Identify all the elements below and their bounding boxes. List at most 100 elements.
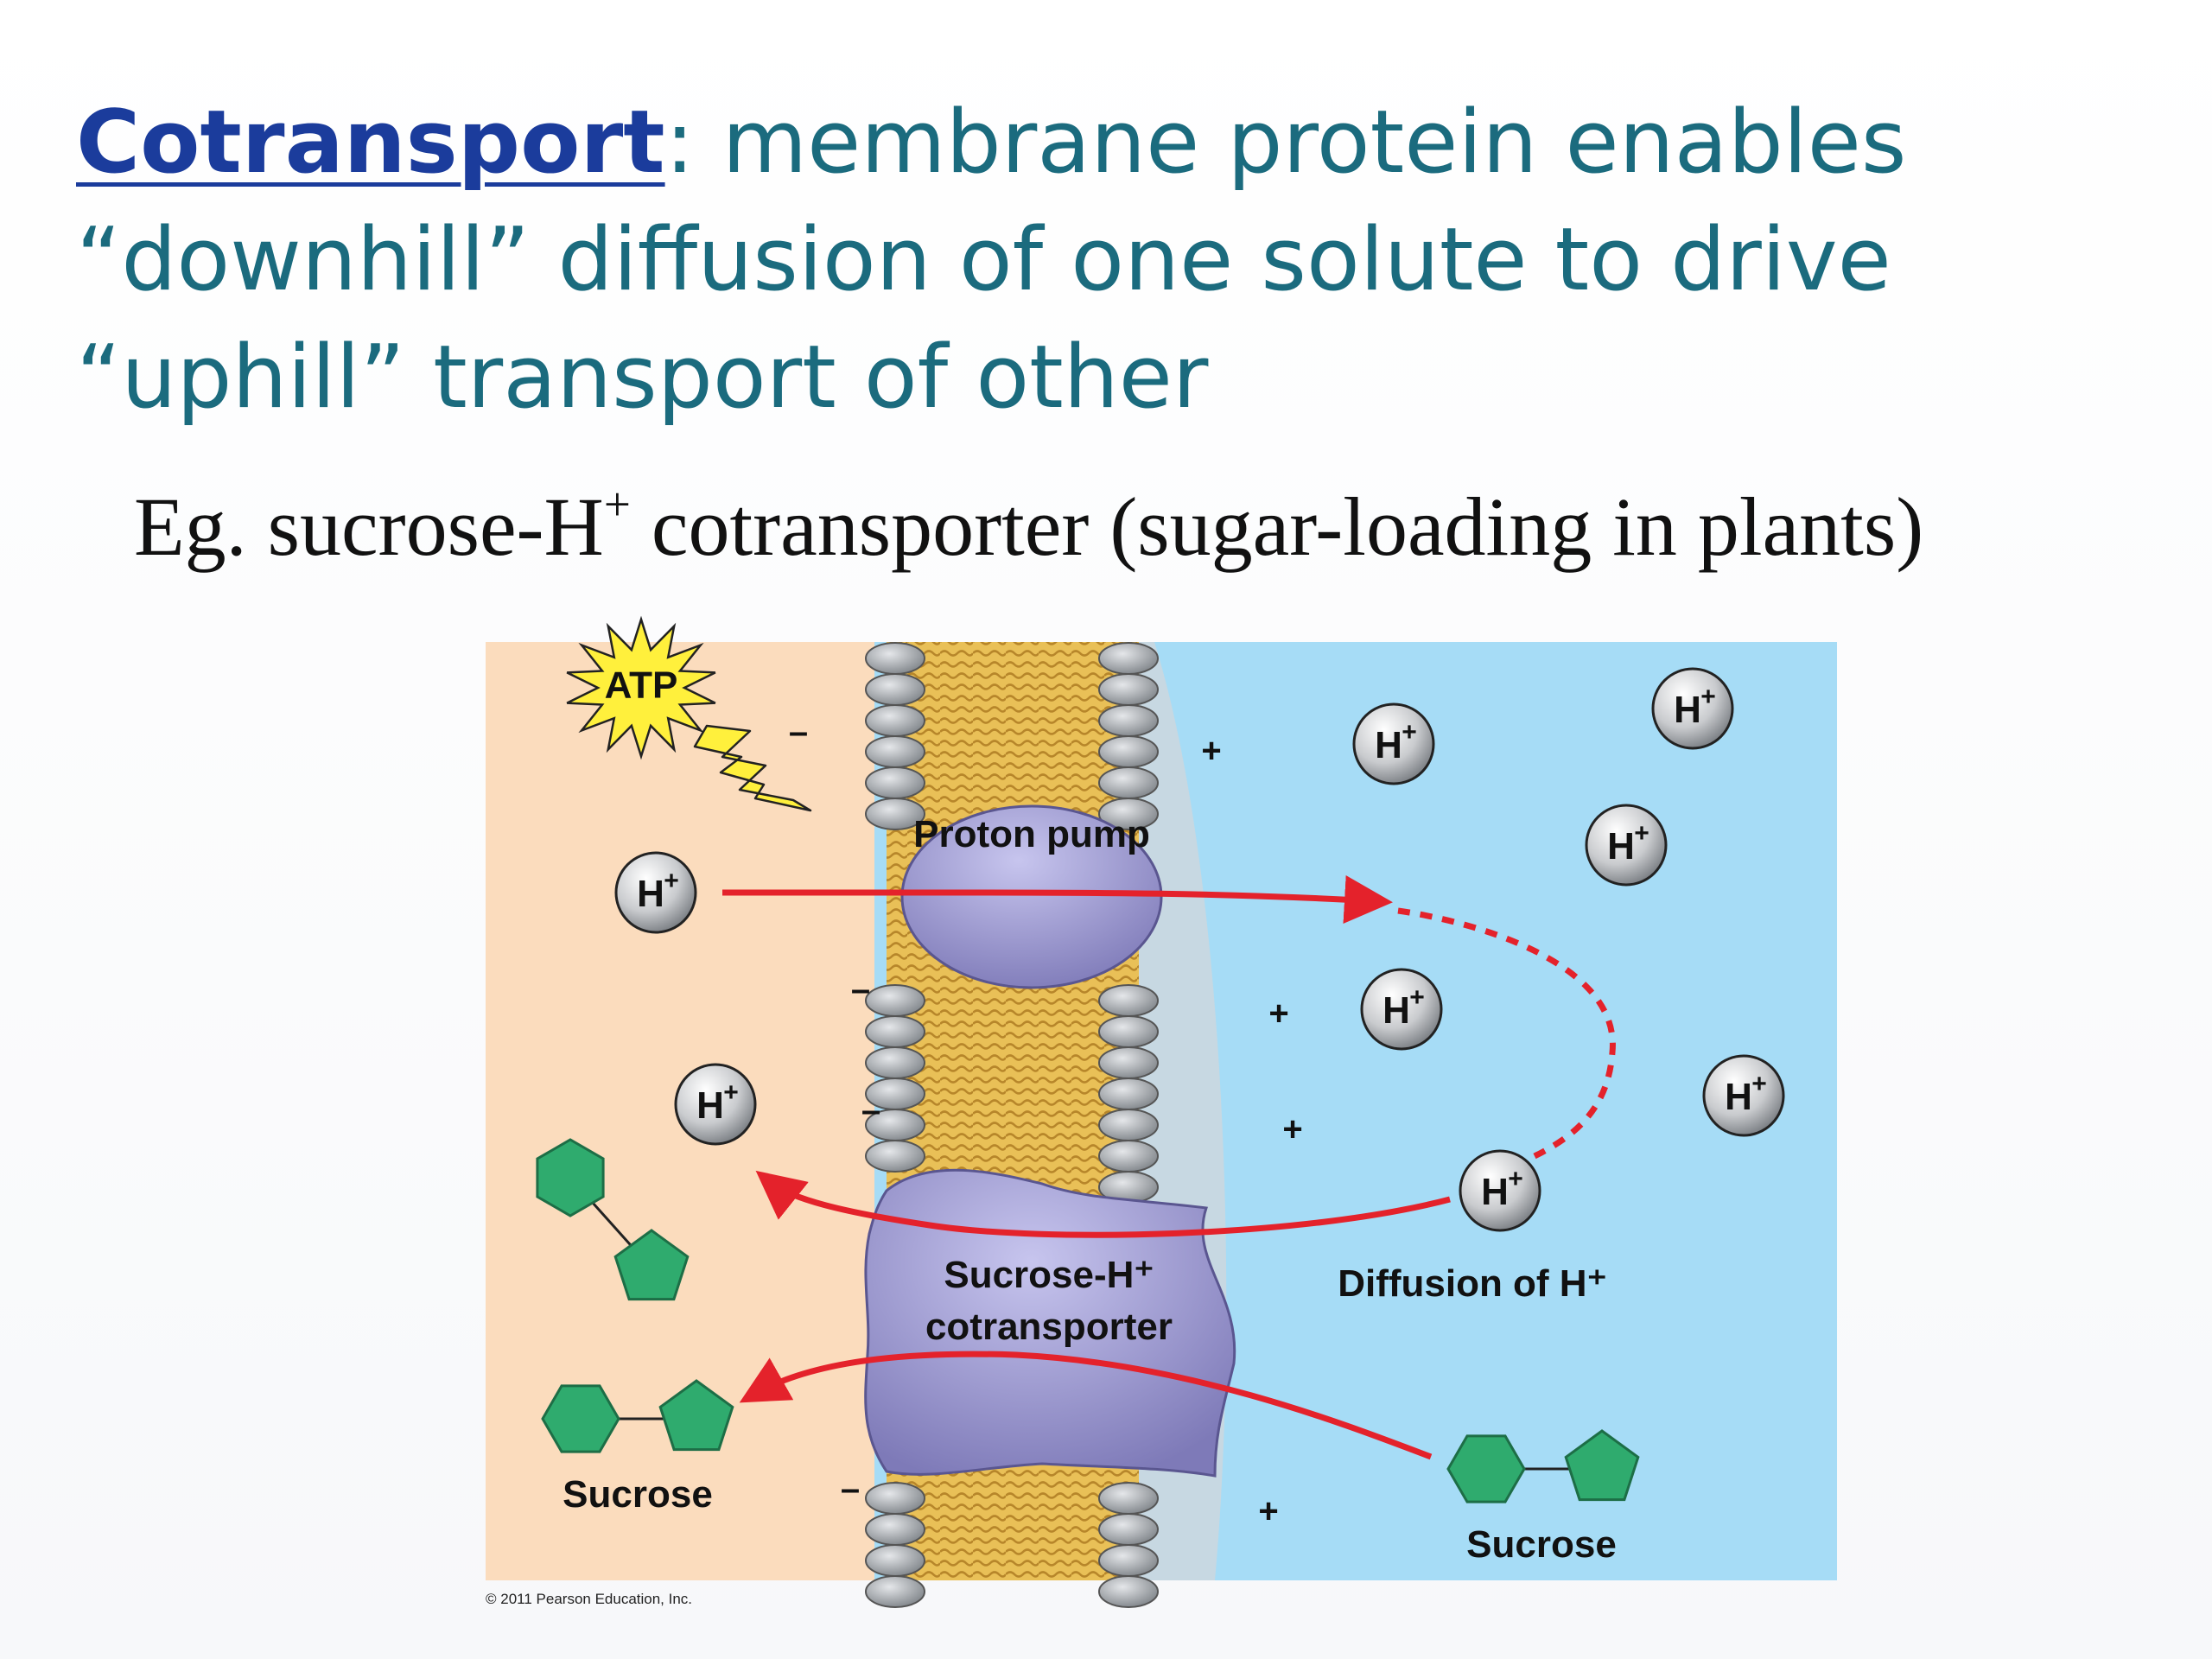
copyright-notice: © 2011 Pearson Education, Inc. (486, 1591, 692, 1607)
proton-ion-charge: + (1634, 819, 1649, 848)
phospholipid-head-inner (865, 735, 925, 768)
phospholipid-head-inner (865, 1544, 925, 1577)
atp-burst: ATP (566, 615, 716, 760)
phospholipid-head-inner (865, 1482, 925, 1515)
phospholipid-head-inner (865, 704, 925, 737)
diffusion-label: Diffusion of H⁺ (1338, 1262, 1607, 1305)
negative-charge-sign: – (789, 713, 808, 751)
fructose-ring (613, 1229, 690, 1301)
proton-ion-label: H (1725, 1076, 1752, 1118)
phospholipid-head-inner (865, 984, 925, 1017)
proton-ion-circle (1651, 667, 1734, 750)
proton-ion-charge: + (1402, 718, 1417, 747)
proton-ion: H+ (1459, 1149, 1541, 1232)
positive-charge-sign: + (1258, 1492, 1278, 1530)
slide-title: Cotransport: membrane protein enables “d… (76, 83, 2167, 435)
phospholipid-head-inner (865, 673, 925, 706)
proton-ion-circle (1702, 1054, 1785, 1137)
negative-charge-sign: – (851, 970, 870, 1008)
sucrose-transport-arrow (739, 1351, 1433, 1460)
phospholipid-head-inner (865, 1140, 925, 1173)
cotransporter-label-line1: Sucrose-H⁺ (944, 1254, 1154, 1296)
phospholipid-head-inner (865, 642, 925, 675)
proton-ion-circle (1459, 1149, 1541, 1232)
subtitle-prefix: Eg. sucrose-H (134, 480, 604, 573)
sucrose-label-exterior: Sucrose (1466, 1523, 1617, 1566)
glucose-ring (1446, 1434, 1526, 1503)
glucose-ring (541, 1384, 620, 1453)
proton-diffusion-arrow (755, 1170, 1451, 1238)
phospholipid-head-outer (1098, 1513, 1159, 1546)
diagram-svg: ATP Proton pump Sucrose-H⁺ cotransporter… (486, 615, 1837, 1608)
proton-ion-label: H (1607, 825, 1635, 868)
phospholipid-head-outer (1098, 1109, 1159, 1141)
proton-ion-circle (674, 1063, 757, 1146)
proton-ion: H+ (1651, 667, 1734, 750)
proton-ion: H+ (1702, 1054, 1785, 1137)
cotransporter-label-line2: cotransporter (925, 1306, 1173, 1348)
phospholipid-head-outer (1098, 673, 1159, 706)
phospholipid-head-outer (1098, 1140, 1159, 1173)
title-colon: : (664, 91, 695, 193)
pump-proton-arrow (722, 875, 1393, 924)
subtitle-charge: + (603, 478, 631, 531)
negative-charge-sign: – (861, 1091, 880, 1129)
phospholipid-head-outer (1098, 798, 1159, 830)
proton-ion: H+ (1585, 804, 1668, 887)
proton-ion-charge: + (723, 1078, 739, 1107)
sucrose-label-cytoplasm: Sucrose (563, 1473, 713, 1516)
phospholipid-head-outer (1098, 704, 1159, 737)
phospholipid-head-outer (1098, 984, 1159, 1017)
proton-ion-charge: + (1700, 683, 1716, 711)
proton-pump-protein (900, 804, 1163, 989)
proton-pump-label: Proton pump (913, 813, 1150, 855)
proton-ion-label: H (696, 1084, 724, 1127)
phospholipid-head-inner (865, 766, 925, 799)
proton-ion: H+ (1360, 968, 1443, 1051)
phospholipid-head-outer (1098, 642, 1159, 675)
energy-bolt-icon (693, 724, 812, 812)
proton-ion-label: H (1481, 1171, 1509, 1213)
phospholipid-head-outer (1098, 766, 1159, 799)
sucrose-molecule-cytoplasm (541, 1379, 734, 1453)
cotransporter-protein (864, 1168, 1236, 1478)
phospholipid-head-outer (1098, 1544, 1159, 1577)
proton-ion-charge: + (1409, 983, 1425, 1012)
example-subtitle: Eg. sucrose-H+ cotransporter (sugar-load… (134, 480, 2190, 575)
proton-ion-label: H (1375, 724, 1402, 766)
proton-ion-label: H (1674, 689, 1701, 731)
negative-charge-sign: – (841, 1470, 860, 1508)
sucrose-molecule-exterior (1446, 1429, 1640, 1503)
fructose-ring (1564, 1429, 1640, 1502)
proton-ion-circle (1585, 804, 1668, 887)
proton-ion-charge: + (1751, 1070, 1767, 1098)
phospholipid-head-inner (865, 1575, 925, 1608)
phospholipid-head-inner (865, 1046, 925, 1079)
phospholipid-head-outer (1098, 1046, 1159, 1079)
phospholipid-head-outer (1098, 1015, 1159, 1048)
atp-label: ATP (605, 664, 678, 707)
positive-charge-sign: + (1282, 1110, 1302, 1148)
phospholipid-head-outer (1098, 1482, 1159, 1515)
phospholipid-head-inner (865, 798, 925, 830)
positive-charge-sign: + (1268, 995, 1288, 1033)
proton-ion: H+ (674, 1063, 757, 1146)
phospholipid-head-outer (1098, 735, 1159, 768)
phospholipid-head-outer (1098, 1575, 1159, 1608)
proton-ion-circle (1352, 702, 1435, 785)
sucrose-molecule-tilted (536, 1138, 690, 1301)
phospholipid-head-inner (865, 1015, 925, 1048)
proton-ion-circle (1360, 968, 1443, 1051)
glucose-ring (536, 1138, 605, 1217)
proton-return-dashed-path (1397, 907, 1616, 1160)
positive-charge-sign: + (1201, 732, 1221, 770)
fructose-ring (658, 1379, 734, 1452)
cotransport-diagram: ATP Proton pump Sucrose-H⁺ cotransporter… (480, 603, 1842, 1624)
cotransport-term: Cotransport (76, 91, 665, 193)
phospholipid-head-outer (1098, 1077, 1159, 1110)
proton-ion-charge: + (664, 867, 679, 895)
proton-ion-label: H (1382, 989, 1410, 1032)
proton-ion-charge: + (1508, 1165, 1523, 1193)
proton-ion: H+ (614, 851, 697, 934)
subtitle-suffix: cotransporter (sugar-loading in plants) (630, 480, 1924, 573)
